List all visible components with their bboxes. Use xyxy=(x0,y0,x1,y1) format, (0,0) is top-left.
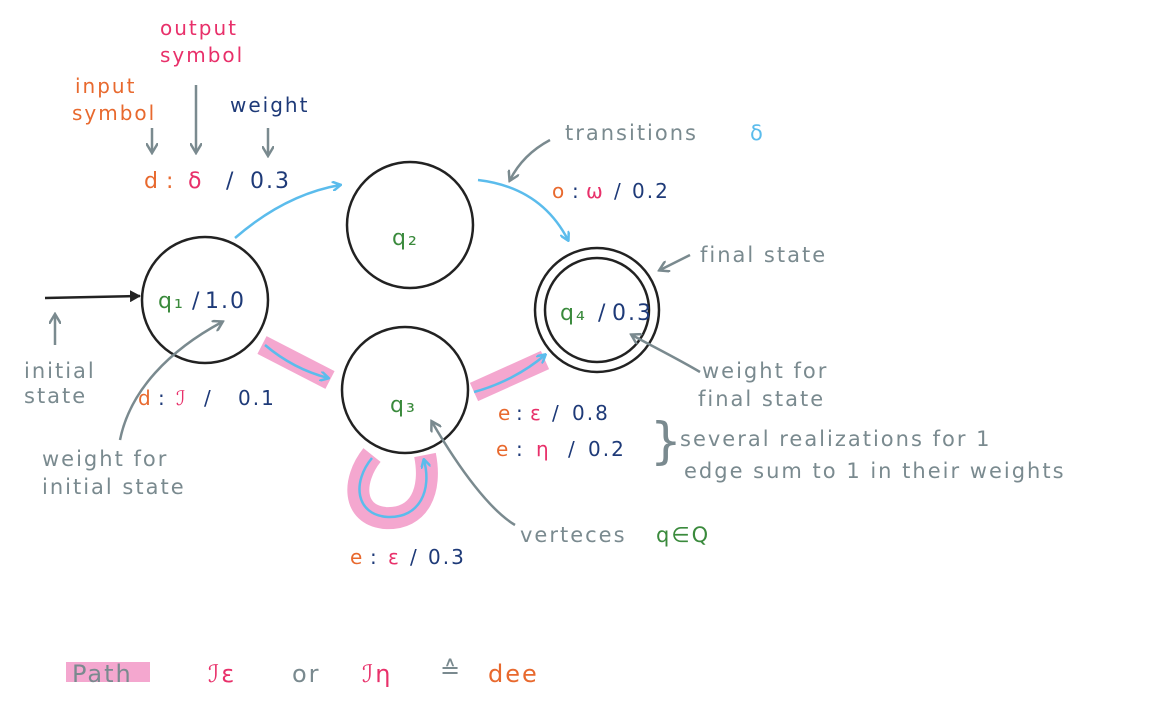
transitions-pointer-arrow xyxy=(510,138,551,180)
state-q4-name: q₄ xyxy=(560,301,587,326)
state-q4-outer-circle xyxy=(533,246,661,374)
state-q4-slash: / xyxy=(598,301,607,326)
initial-arrow xyxy=(44,290,141,303)
path-equiv: ≙ xyxy=(440,656,462,684)
edge-q1-q3-colon: : xyxy=(158,386,167,410)
edge-q3-q4-a-output: ε xyxy=(530,401,543,425)
weight-final-pointer-arrow xyxy=(632,335,701,374)
vertices-pointer-arrow xyxy=(432,422,516,527)
annotation-vertices-symbol: q∈Q xyxy=(656,523,710,547)
edge-q3-q4-a-weight: 0.8 xyxy=(572,401,610,425)
path-or: or xyxy=(292,660,321,688)
annotation-transitions-symbol: δ xyxy=(750,121,765,145)
annotation-weight-initial-line1: weight for xyxy=(42,447,168,471)
edge-q3-loop-weight: 0.3 xyxy=(428,545,466,569)
edge-q3-loop-arrow xyxy=(358,458,426,519)
edge-q1-q3-arrow xyxy=(264,344,328,378)
annotation-initial-line2: state xyxy=(24,384,87,408)
edge-q1-q3-input: d xyxy=(138,386,153,410)
state-q3-circle xyxy=(340,325,470,455)
edge-q3-q4-b-slash: / xyxy=(568,437,577,461)
state-q4-weight: 0.3 xyxy=(612,301,653,326)
state-q2-name: q₂ xyxy=(392,226,419,251)
weight-initial-pointer-arrow xyxy=(118,322,222,441)
edge-q3-q4-b-output: η xyxy=(536,437,551,461)
edge-q1-q3-output: ℐ xyxy=(176,386,187,410)
state-q1-slash: / xyxy=(192,289,201,314)
edge-q1-q3-slash: / xyxy=(204,386,213,410)
state-q4-inner-circle xyxy=(543,256,651,364)
path-result: dee xyxy=(488,660,539,688)
annotation-final-state: final state xyxy=(700,243,827,267)
edge-q2-q4-slash: / xyxy=(614,179,623,203)
legend-output-line2: symbol xyxy=(160,43,244,67)
state-q1-circle xyxy=(140,235,270,365)
edge-q3-loop-input: e xyxy=(350,545,364,569)
edge-q2-q4-colon: : xyxy=(572,179,581,203)
annotation-several-line2: edge sum to 1 in their weights xyxy=(684,459,1066,483)
annotation-weight-initial-line2: initial state xyxy=(42,475,186,499)
edge-q3-loop-slash: / xyxy=(410,545,419,569)
edge-q3-q4-b-input: e xyxy=(496,437,510,461)
annotation-weight-final-line1: weight for xyxy=(702,359,828,383)
edge-q2-q4-input: o xyxy=(552,179,566,203)
edge-q2-q4-weight: 0.2 xyxy=(632,179,670,203)
example-weight: 0.3 xyxy=(250,169,291,194)
annotation-brace: } xyxy=(650,412,684,470)
edge-q3-loop-colon: : xyxy=(370,545,379,569)
state-q1-weight: 1.0 xyxy=(205,289,246,314)
state-q1-name: q₁ xyxy=(158,289,185,314)
example-input: d xyxy=(144,169,160,194)
edge-q1-q3-weight: 0.1 xyxy=(238,386,276,410)
edge-q3-q4-arrow xyxy=(473,355,545,394)
annotation-weight-final-line2: final state xyxy=(698,387,825,411)
legend-weight: weight xyxy=(230,93,309,117)
legend-output-line1: output xyxy=(160,16,238,40)
path-seq1: ℐε xyxy=(208,660,236,688)
state-q2-circle xyxy=(345,160,475,290)
edge-q1-q2-arrow xyxy=(234,185,340,239)
edge-q3-loop-output: ε xyxy=(388,545,401,569)
example-colon: : xyxy=(166,169,175,194)
state-q3-name: q₃ xyxy=(390,393,417,418)
edge-q3-q4-a-input: e xyxy=(498,401,512,425)
annotation-transitions: transitions xyxy=(565,121,698,145)
annotation-initial-line1: initial xyxy=(24,359,96,383)
annotation-vertices: verteces xyxy=(520,523,627,547)
highlight-path-label xyxy=(66,662,150,682)
edge-q2-q4-output: ω xyxy=(586,179,605,203)
path-seq2: ℐη xyxy=(362,660,392,688)
example-slash: / xyxy=(226,169,235,194)
edge-q3-q4-b-weight: 0.2 xyxy=(588,437,626,461)
edge-q3-q4-b-colon: : xyxy=(516,437,525,461)
annotation-several-line1: several realizations for 1 xyxy=(680,427,992,451)
legend-input-line1: input xyxy=(75,74,136,98)
edge-q2-q4-arrow xyxy=(477,178,568,240)
final-state-pointer-arrow xyxy=(660,253,691,270)
path-label: Path xyxy=(72,660,133,688)
legend-input-line2: symbol xyxy=(72,101,156,125)
example-output: δ xyxy=(188,169,203,194)
edge-q3-q4-a-colon: : xyxy=(516,401,525,425)
edge-q3-q4-a-slash: / xyxy=(552,401,561,425)
